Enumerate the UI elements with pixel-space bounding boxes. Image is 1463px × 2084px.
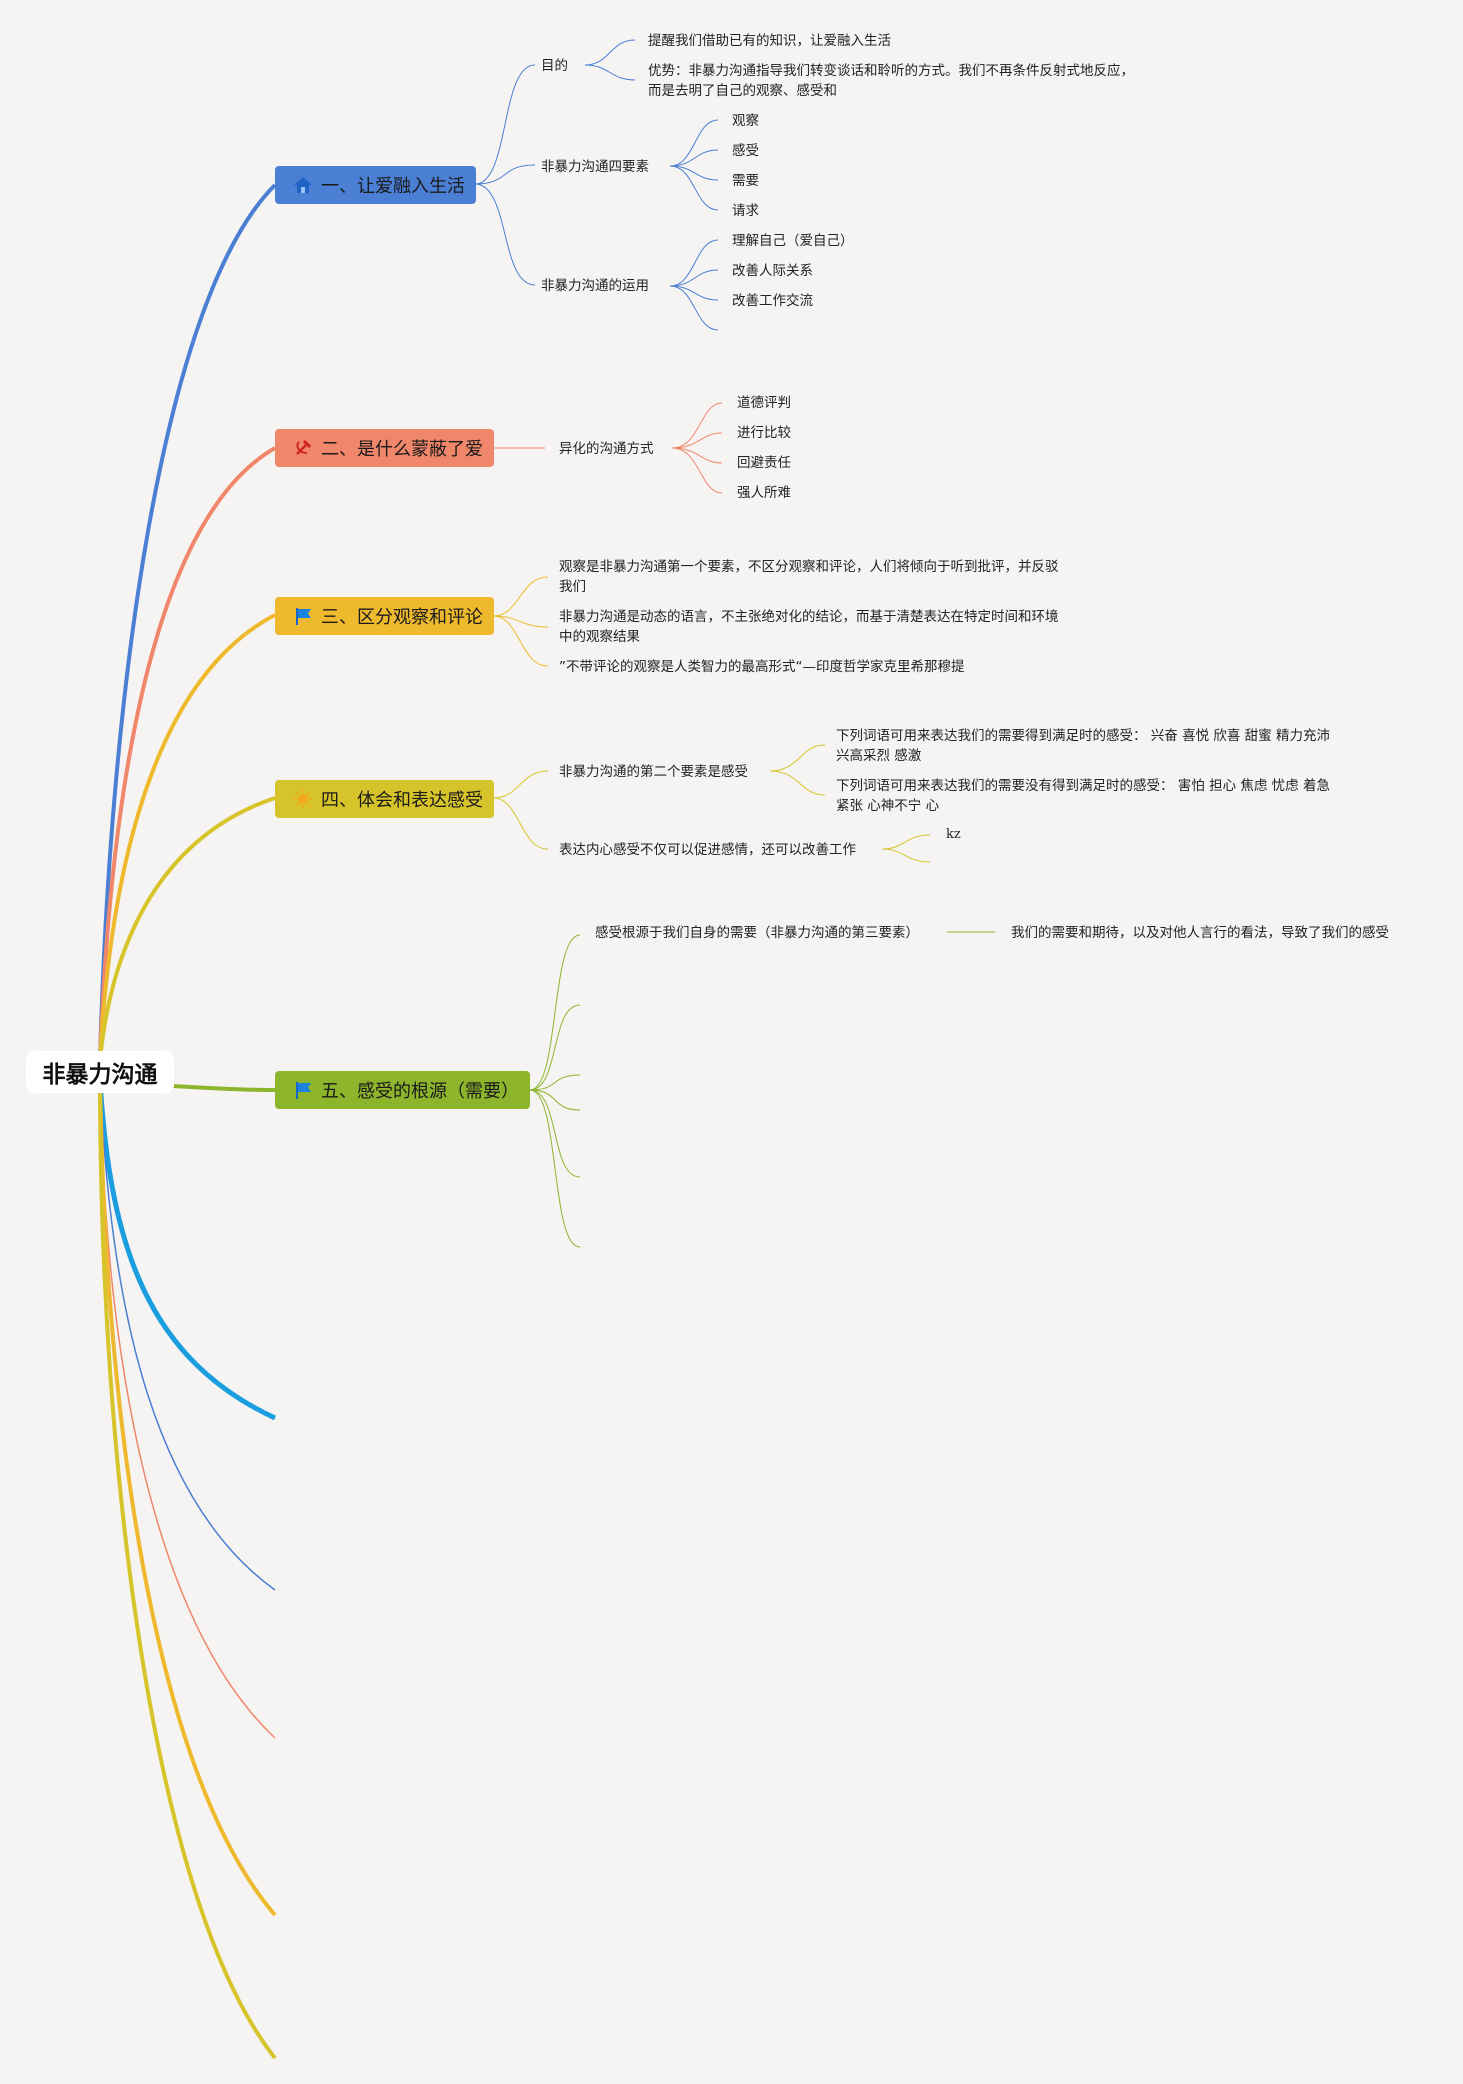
subtopic-four-elements[interactable]: 非暴力沟通四要素	[541, 159, 649, 175]
branch-3-connector	[98, 613, 276, 1061]
leaf-understand-self[interactable]: 理解自己（爱自己）	[732, 233, 854, 249]
leaf-moral-judgment[interactable]: 道德评判	[737, 395, 791, 411]
subtopic-alienated[interactable]: 异化的沟通方式	[559, 441, 654, 457]
branch-topic-2[interactable]: 二、是什么蒙蔽了爱	[275, 429, 494, 467]
flag-icon	[293, 1079, 313, 1101]
sun-icon	[293, 788, 313, 810]
branch-label-2: 二、是什么蒙蔽了爱	[321, 439, 483, 460]
branch-label-4: 四、体会和表达感受	[321, 790, 483, 811]
branch-1-connector	[98, 183, 277, 1061]
leaf-satisfied-words[interactable]: 下列词语可用来表达我们的需要得到满足时的感受： 兴奋 喜悦 欣喜 甜蜜 精力充沛…	[836, 728, 1330, 764]
leaf-need[interactable]: 需要	[732, 173, 759, 189]
branch-topic-5[interactable]: 五、感受的根源（需要）	[275, 1071, 530, 1109]
house-icon	[293, 174, 313, 196]
root-topic[interactable]: 非暴力沟通	[26, 1051, 174, 1093]
leaf-impose[interactable]: 强人所难	[737, 485, 791, 501]
hammer-sickle-icon	[293, 437, 313, 459]
leaf-feel[interactable]: 感受	[732, 143, 759, 159]
leaf-comparison[interactable]: 进行比较	[737, 425, 791, 441]
collapsed-connector-2	[99, 1079, 276, 1591]
collapsed-connector-3	[99, 1079, 276, 1739]
leaf-kz[interactable]: kz	[946, 827, 961, 842]
leaf-work[interactable]: 改善工作交流	[732, 293, 813, 309]
subtopic-purpose[interactable]: 目的	[541, 58, 568, 74]
collapsed-connector-1	[97, 1079, 277, 1421]
leaf-needs-expectations[interactable]: 我们的需要和期待，以及对他人言行的看法，导致了我们的感受	[1011, 925, 1389, 941]
leaf-unsatisfied-words[interactable]: 下列词语可用来表达我们的需要没有得到满足时的感受： 害怕 担心 焦虑 忧虑 着急…	[836, 778, 1330, 814]
branch-topic-4[interactable]: 四、体会和表达感受	[275, 780, 494, 818]
leaf-purpose-2[interactable]: 优势：非暴力沟通指导我们转变谈话和聆听的方式。我们不再条件反射式地反应，而是去明…	[648, 63, 1134, 99]
leaf-dynamic-language[interactable]: 非暴力沟通是动态的语言，不主张绝对化的结论，而基于清楚表达在特定时间和环境中的观…	[559, 609, 1059, 645]
leaf-observe[interactable]: 观察	[732, 113, 759, 129]
subtopic-feelings-root[interactable]: 感受根源于我们自身的需要（非暴力沟通的第三要素）	[595, 925, 919, 941]
branch-4-connector	[98, 796, 276, 1061]
collapsed-connector-5	[98, 1079, 277, 2060]
leaf-relations[interactable]: 改善人际关系	[732, 263, 813, 279]
branch-label-1: 一、让爱融入生活	[321, 176, 465, 197]
branch-topic-1[interactable]: 一、让爱融入生活	[275, 166, 476, 204]
branch-5-connector	[171, 1084, 276, 1092]
leaf-purpose-1[interactable]: 提醒我们借助已有的知识，让爱融入生活	[648, 33, 891, 49]
subtopic-second-element[interactable]: 非暴力沟通的第二个要素是感受	[559, 764, 748, 780]
leaf-observation-first[interactable]: 观察是非暴力沟通第一个要素，不区分观察和评论，人们将倾向于听到批评，并反驳我们	[559, 559, 1059, 595]
leaf-krishnamurti-quote[interactable]: ”不带评论的观察是人类智力的最高形式“—印度哲学家克里希那穆提	[559, 659, 965, 675]
collapsed-connector-4	[98, 1079, 277, 1917]
branch-topic-3[interactable]: 三、区分观察和评论	[275, 597, 494, 635]
branch-2-connector	[98, 446, 277, 1061]
subtopic-express-feelings[interactable]: 表达内心感受不仅可以促进感情，还可以改善工作	[559, 842, 856, 858]
flag-icon	[293, 605, 313, 627]
root-label: 非暴力沟通	[42, 1062, 158, 1088]
leaf-avoid-responsibility[interactable]: 回避责任	[737, 455, 791, 471]
subtopic-application[interactable]: 非暴力沟通的运用	[541, 278, 649, 294]
branch-label-5: 五、感受的根源（需要）	[321, 1081, 519, 1102]
leaf-request[interactable]: 请求	[732, 203, 759, 219]
branch-label-3: 三、区分观察和评论	[321, 607, 483, 628]
